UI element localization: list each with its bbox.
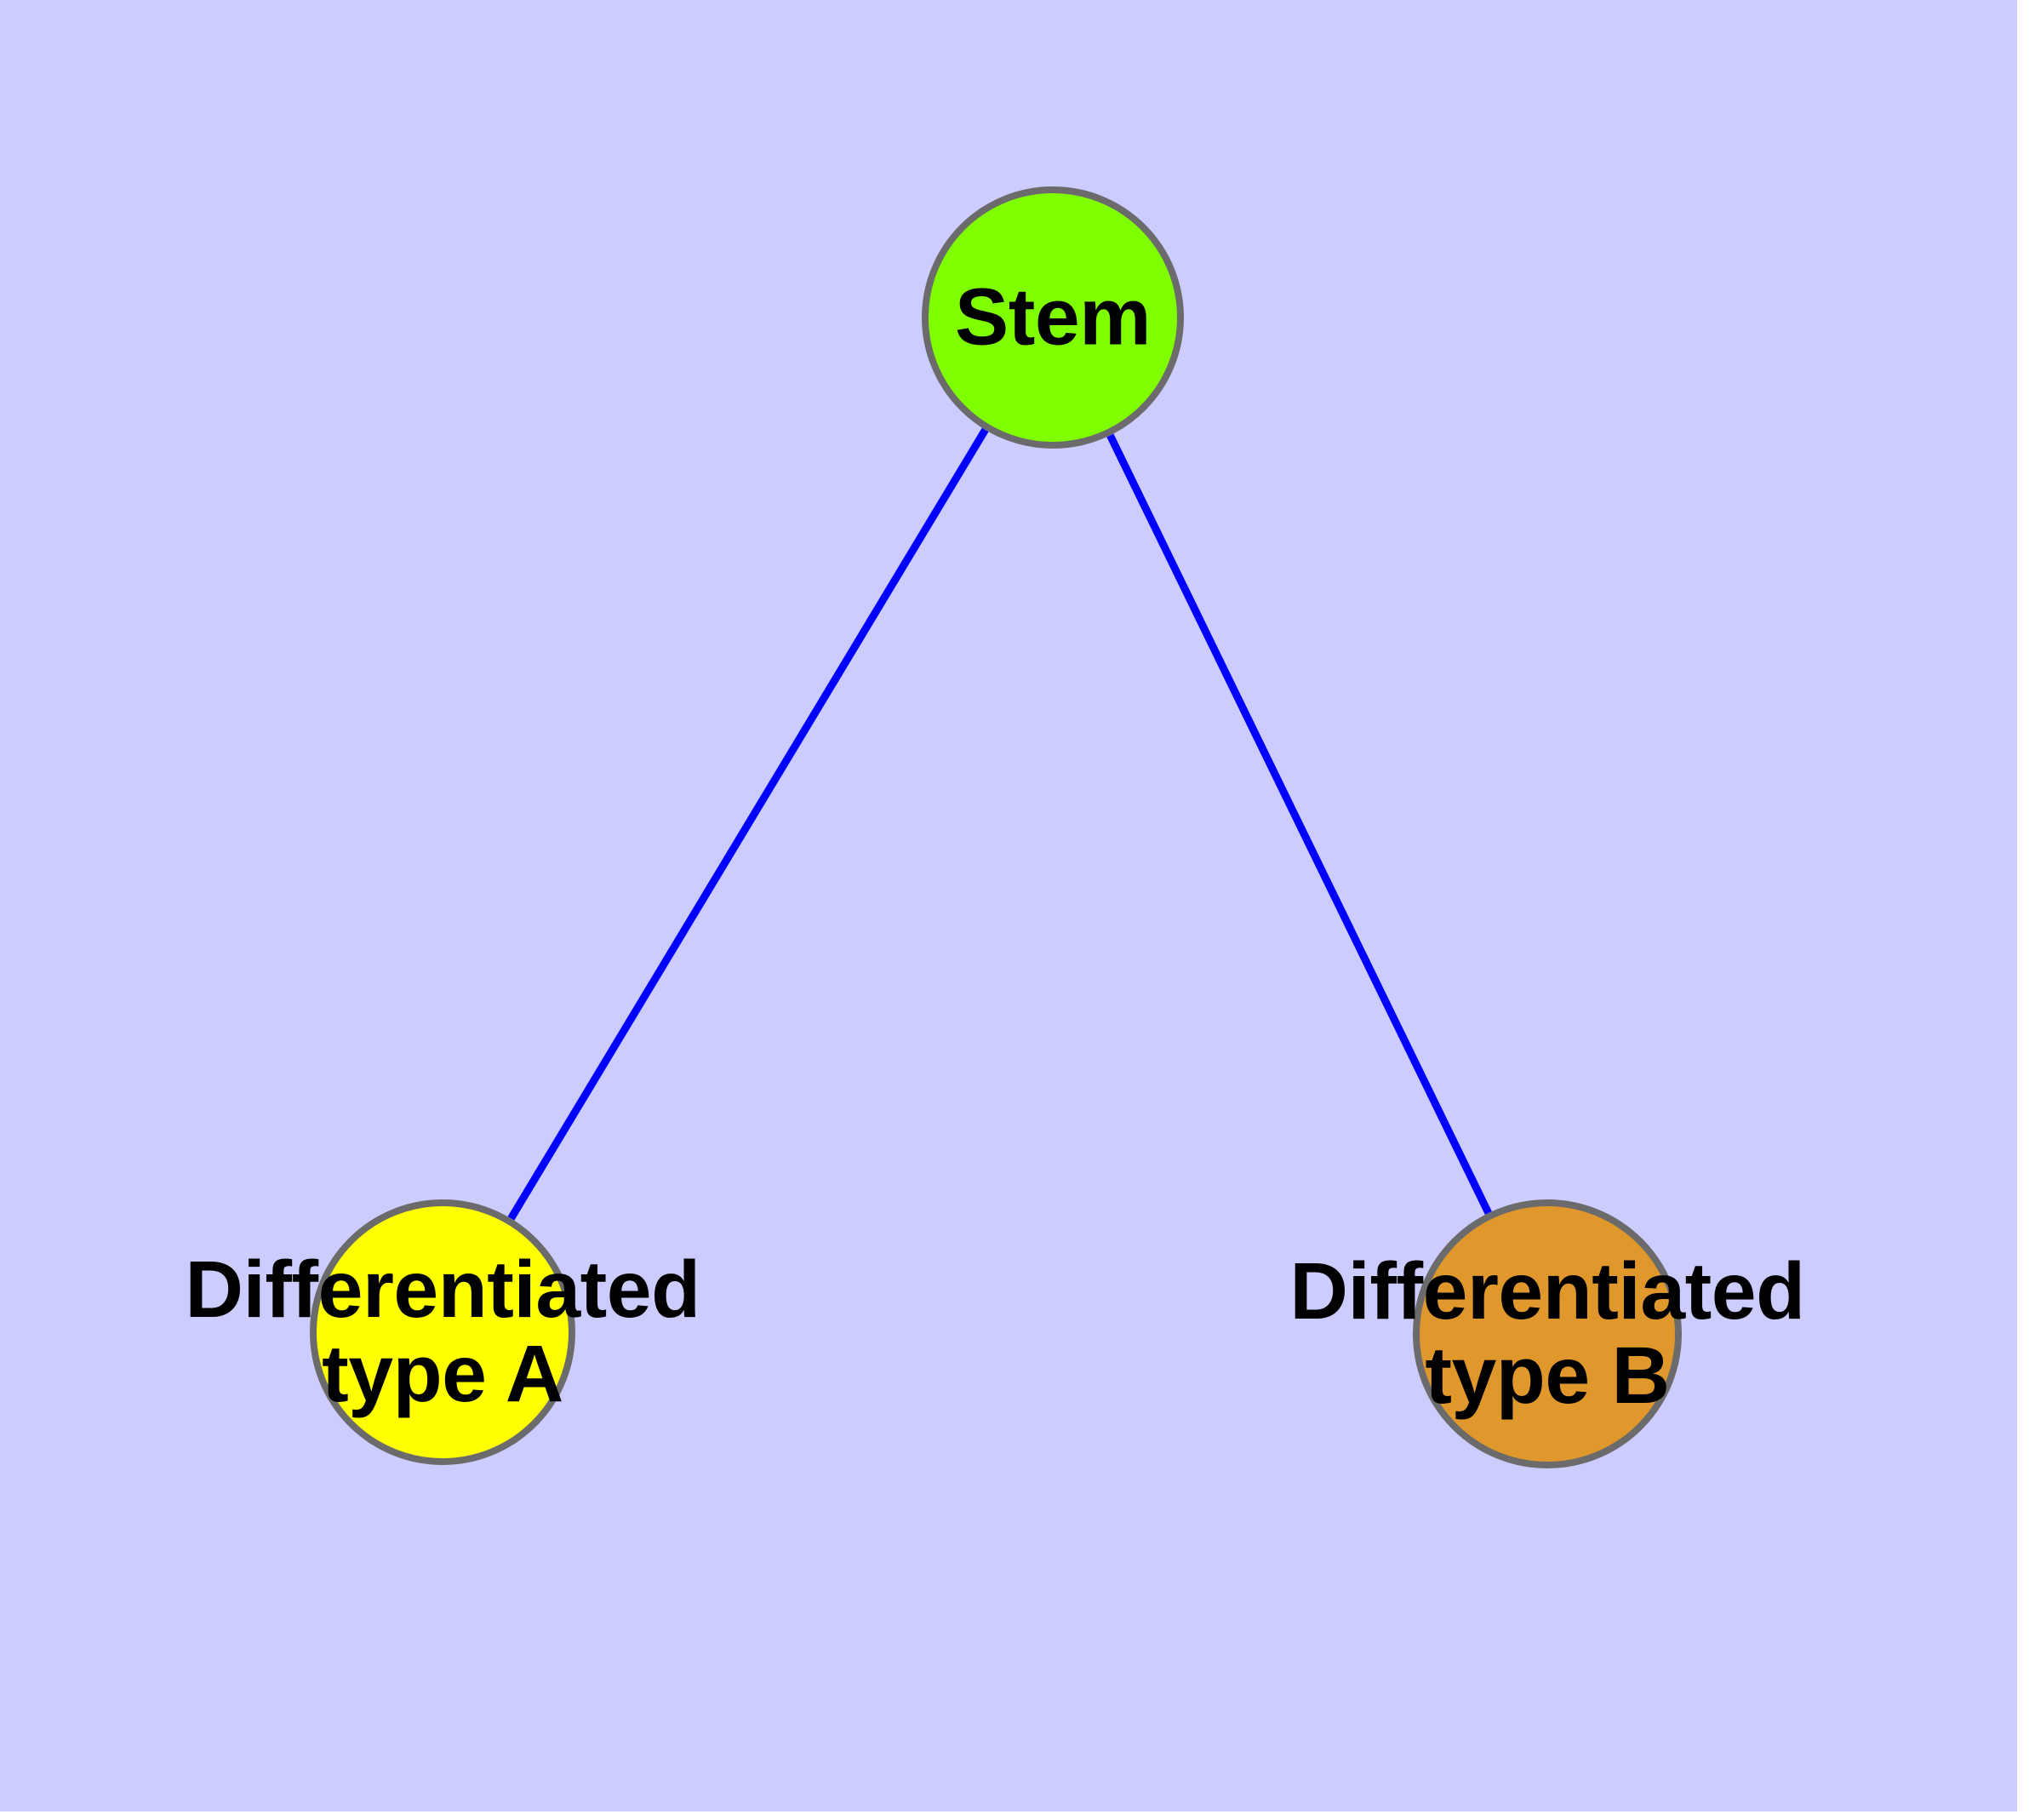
edge-stem-diff-b[interactable] [1106, 433, 1492, 1215]
edge-stem-diff-a[interactable] [507, 427, 989, 1221]
graph-node-diff_b[interactable] [1413, 1199, 1682, 1468]
graph-node-stem[interactable] [922, 186, 1184, 449]
edge-layer [507, 427, 1492, 1221]
node-layer [310, 186, 1682, 1468]
graph-node-diff_a[interactable] [310, 1199, 575, 1465]
